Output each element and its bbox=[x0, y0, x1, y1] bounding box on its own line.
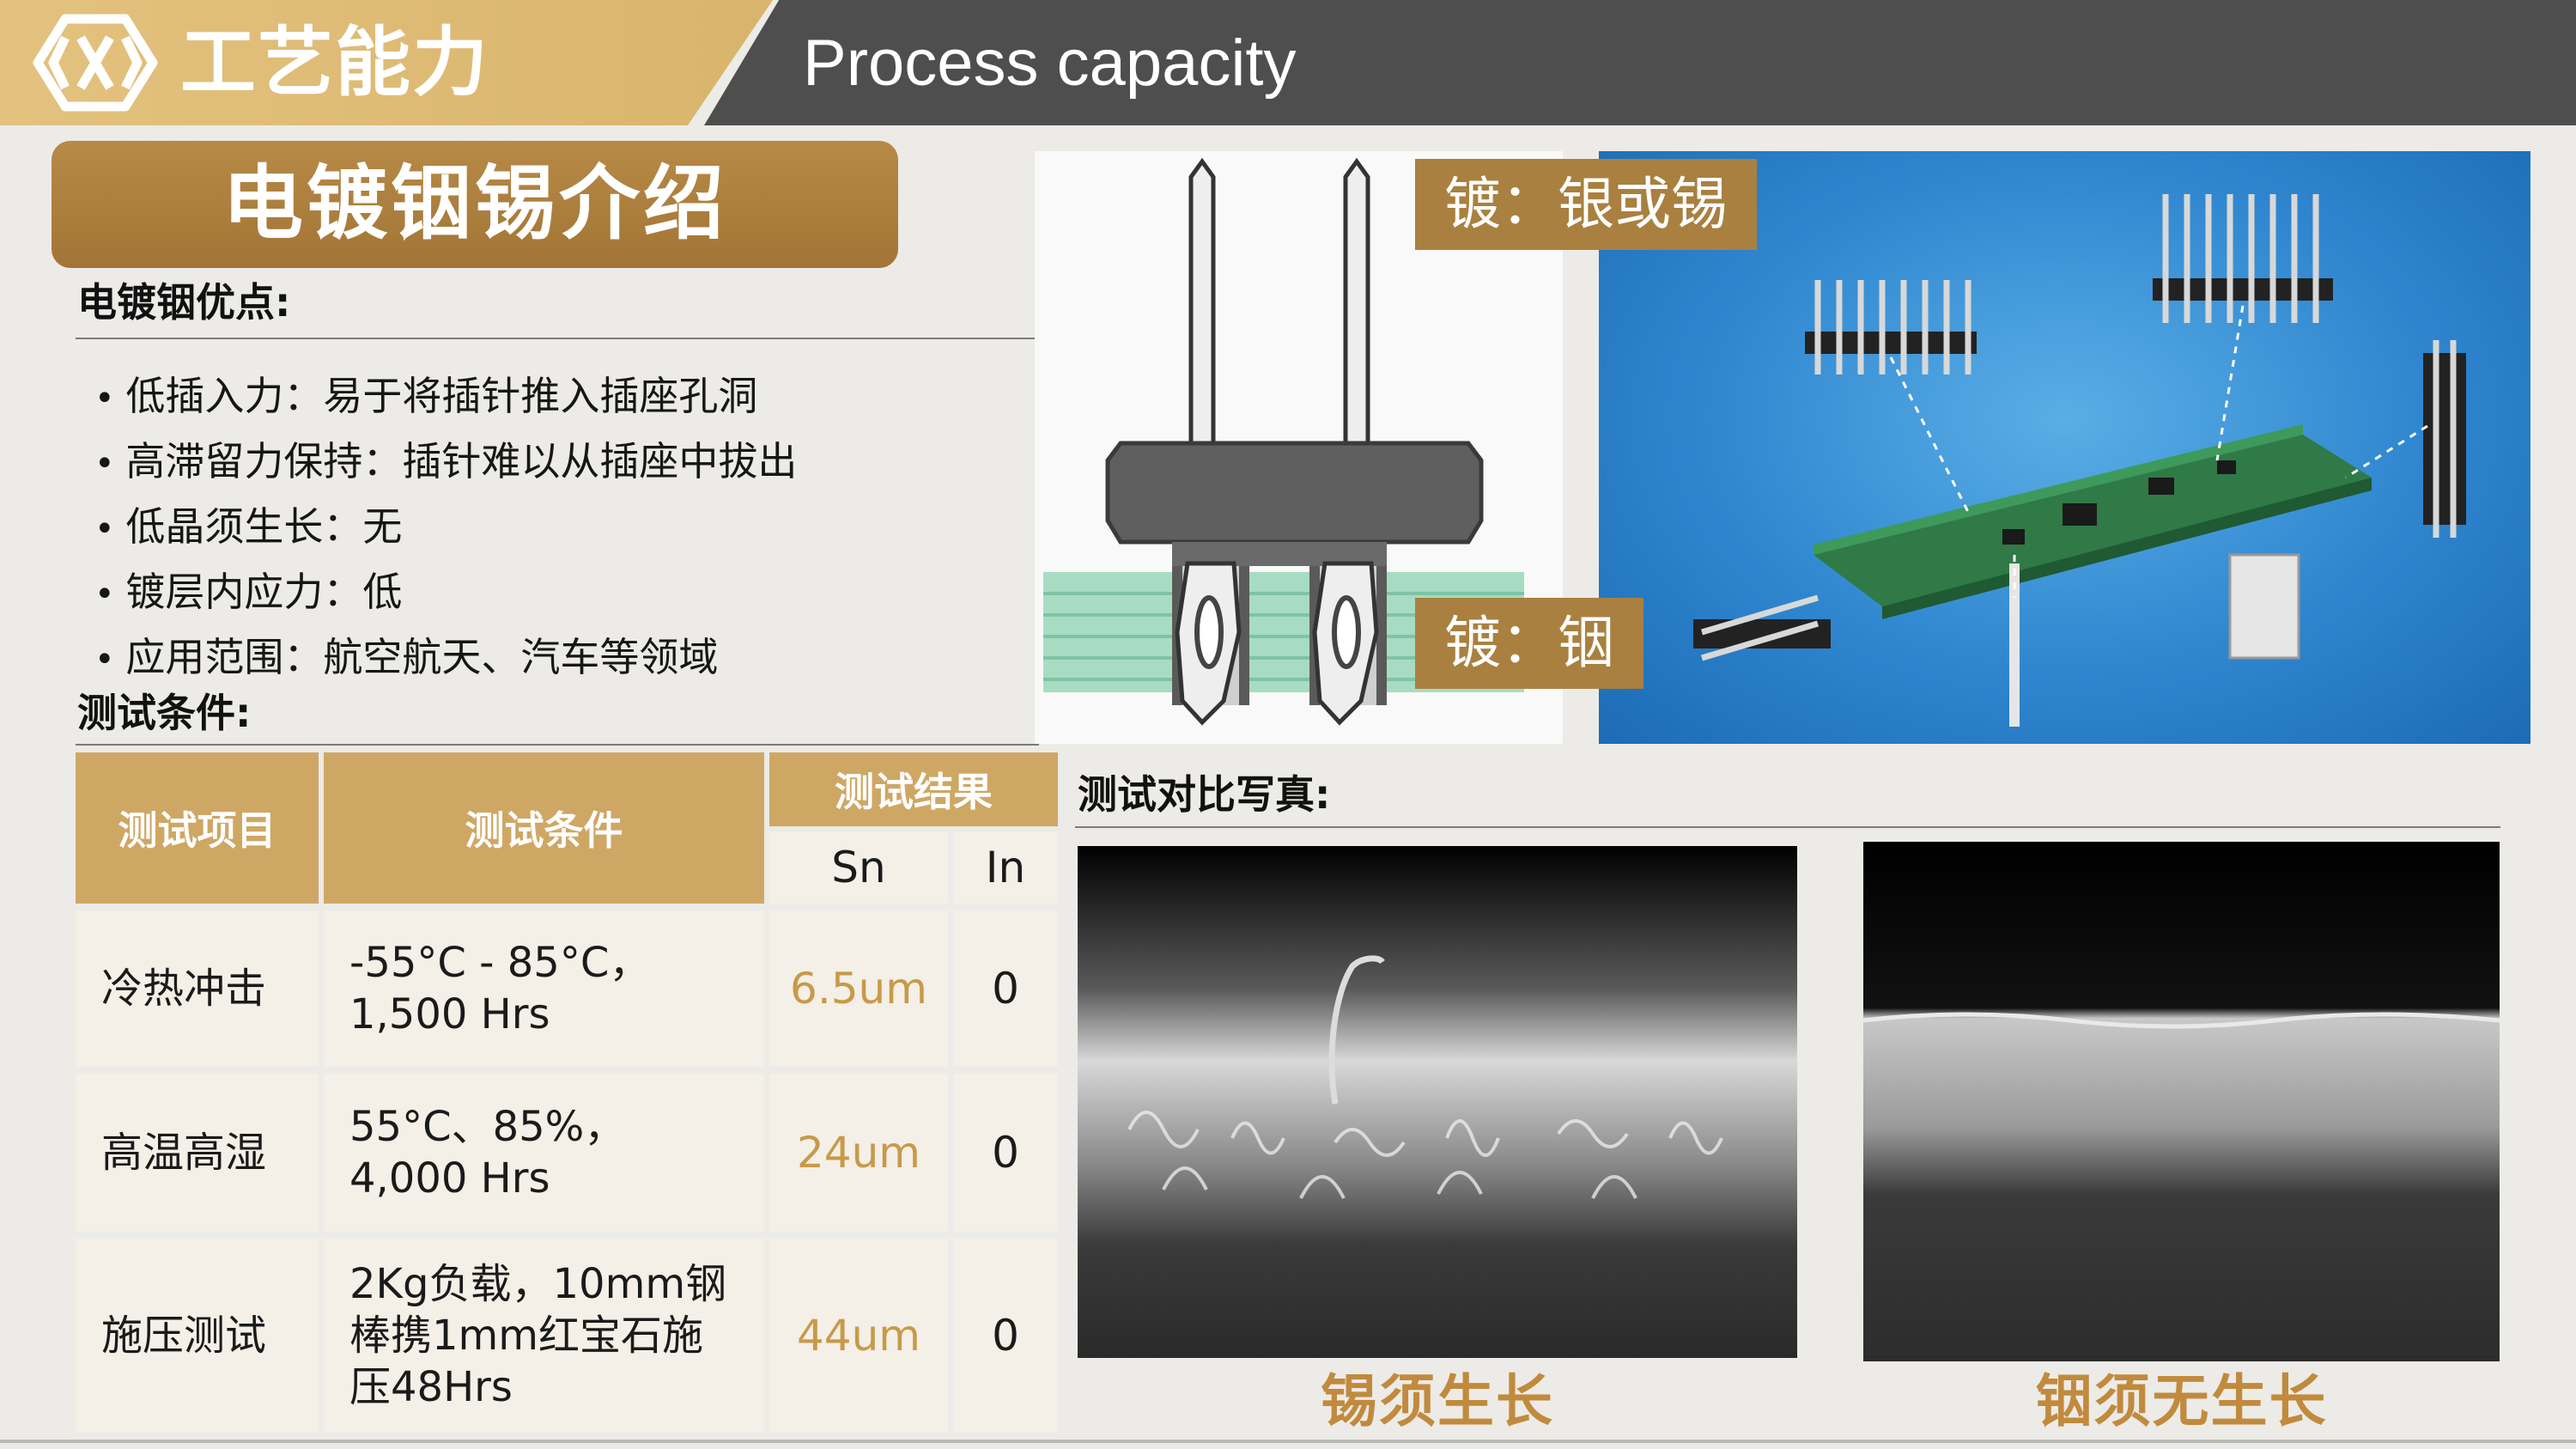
comparison-divider bbox=[1075, 826, 2500, 828]
section-banner bbox=[52, 141, 898, 268]
table-row-in: 0 bbox=[953, 1074, 1058, 1232]
tin-whisker-sem-illustration bbox=[1078, 846, 1797, 1358]
col-header-result: 测试结果 bbox=[769, 752, 1058, 826]
col-header-condition: 测试条件 bbox=[324, 752, 764, 904]
table-row-in: 0 bbox=[953, 1239, 1058, 1433]
advantage-item: 高滞留力保持：插针难以从插座中拔出 bbox=[94, 430, 1048, 496]
footer-divider bbox=[0, 1440, 2576, 1443]
advantage-item: 应用范围：航空航天、汽车等领域 bbox=[94, 626, 1048, 691]
col-header-sn: Sn bbox=[769, 831, 948, 904]
table-row-sn: 6.5um bbox=[769, 910, 948, 1067]
advantage-item: 低插入力：易于将插针推入插座孔洞 bbox=[94, 365, 1048, 430]
advantage-item: 镀层内应力：低 bbox=[94, 561, 1048, 626]
table-row-condition: 2Kg负载，10mm钢 棒携1mm红宝石施 压48Hrs bbox=[324, 1239, 764, 1433]
col-header-item: 测试项目 bbox=[76, 752, 319, 904]
comparison-heading: 测试对比写真: bbox=[1078, 771, 1331, 818]
indium-no-whisker-sem-image bbox=[1862, 842, 2500, 1361]
table-row-condition: -55°C - 85°C， 1,500 Hrs bbox=[324, 910, 764, 1067]
table-row-item: 高温高湿 bbox=[76, 1074, 319, 1232]
advantages-divider bbox=[76, 338, 1039, 339]
pcb-connector-illustration bbox=[1693, 194, 2466, 727]
indium-no-whisker-sem-illustration bbox=[1862, 842, 2500, 1361]
header-title-cn: 工艺能力 bbox=[180, 18, 490, 107]
table-row-condition: 55°C、85%， 4,000 Hrs bbox=[324, 1074, 764, 1232]
table-row-sn: 44um bbox=[769, 1239, 948, 1433]
test-table: 测试项目 测试条件 测试结果 Sn In 冷热冲击 -55°C - 85°C， … bbox=[76, 752, 1058, 1433]
tin-whisker-caption: 锡须生长 bbox=[1321, 1368, 1554, 1434]
test-conditions-heading: 测试条件: bbox=[77, 690, 252, 736]
plating-tag-silver-tin: 镀：银或锡 bbox=[1415, 159, 1757, 250]
test-conditions-divider bbox=[76, 744, 1039, 746]
table-row-in: 0 bbox=[953, 910, 1058, 1067]
table-row-sn: 24um bbox=[769, 1074, 948, 1232]
plating-tag-indium: 镀：铟 bbox=[1415, 598, 1643, 689]
press-fit-pin-illustration bbox=[1043, 157, 1524, 726]
table-row-item: 施压测试 bbox=[76, 1239, 319, 1433]
header-dark-panel bbox=[704, 0, 2576, 125]
tin-whisker-sem-image bbox=[1078, 846, 1797, 1358]
table-row-item: 冷热冲击 bbox=[76, 910, 319, 1067]
brand-logo-icon bbox=[33, 14, 158, 112]
col-header-in: In bbox=[953, 831, 1058, 904]
section-title: 电镀铟锡介绍 bbox=[222, 157, 727, 251]
pcb-connector-photo bbox=[1599, 151, 2530, 744]
advantages-heading: 电镀铟优点: bbox=[77, 279, 291, 326]
advantages-list: 低插入力：易于将插针推入插座孔洞 高滞留力保持：插针难以从插座中拔出 低晶须生长… bbox=[94, 365, 1048, 691]
advantage-item: 低晶须生长：无 bbox=[94, 496, 1048, 561]
header-title-en: Process capacity bbox=[803, 27, 1297, 100]
header-bar: 工艺能力 Process capacity bbox=[0, 0, 2576, 125]
indium-no-whisker-caption: 铟须无生长 bbox=[2035, 1368, 2328, 1434]
